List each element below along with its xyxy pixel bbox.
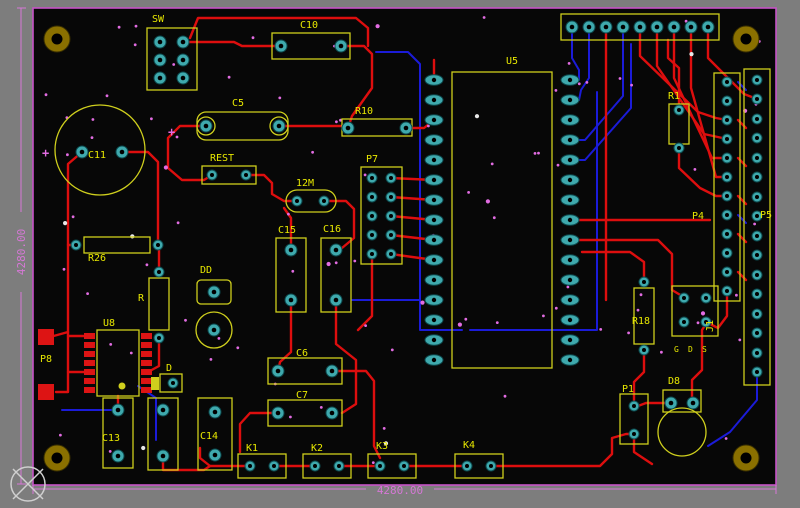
copper-traces-top[interactable] [48,16,759,472]
label-c5: C5 [232,98,244,109]
component-c10[interactable]: C10 [271,20,351,60]
label-u8: U8 [103,318,115,329]
component-k4[interactable]: K4 [454,440,504,479]
label-rest: REST [210,153,234,164]
label-k4: K4 [463,440,475,451]
component-dd[interactable]: DD [195,265,233,349]
component-sw[interactable]: SW [146,14,198,91]
component-crystal-12m[interactable]: 12M [285,178,337,213]
label-r26: R26 [88,253,106,264]
label-sw: SW [152,14,165,25]
component-d8[interactable]: D8 [657,376,707,457]
label-k3: K3 [376,441,388,452]
component-r18[interactable]: R18 [632,276,655,356]
label-r18: R18 [632,316,650,327]
component-p4[interactable]: P4 [692,72,741,302]
label-p7: P7 [366,154,378,165]
component-p8[interactable]: P8 [38,329,54,400]
component-c7[interactable]: C7 [267,390,343,427]
label-k1: K1 [246,443,258,454]
pin-label-g: G [674,345,679,354]
component-p1[interactable]: P1 [619,384,649,445]
label-dd: DD [200,265,212,276]
component-k3[interactable]: K3 [367,441,417,479]
dimension-annotations: 4280.00 4280.00 [15,7,777,497]
mounting-hole-top-right [732,25,760,53]
mounting-hole-bottom-left [43,444,71,472]
mounting-holes[interactable] [43,25,760,472]
label-k2: K2 [311,443,323,454]
component-c11[interactable]: C11 + [42,104,146,196]
label-c11: C11 [88,150,106,161]
label-r: R [138,293,145,304]
component-c13[interactable]: C13 [102,397,134,469]
polarity-plus: + [168,125,175,139]
label-r10: R10 [355,106,373,117]
label-p1: P1 [622,384,634,395]
component-r1[interactable]: R1 [668,91,690,154]
component-r10[interactable]: R10 [341,106,413,137]
label-c15: C15 [278,225,296,236]
pin-label-s: S [702,345,707,354]
pin1-dot [118,382,126,390]
component-k1[interactable]: K1 [237,443,287,479]
dimension-width-text: 4280.00 [377,484,423,497]
component-p5[interactable]: P5 [743,68,772,386]
mounting-hole-top-left [43,25,71,53]
label-r1: R1 [668,91,680,102]
component-c5[interactable]: C5 + [168,98,289,141]
origin-marker [10,466,46,502]
label-d8: D8 [668,376,680,387]
polarity-plus: + [42,146,49,160]
label-j1: J1 [705,320,716,332]
label-p8: P8 [40,354,52,365]
component-rest[interactable]: REST [201,153,257,185]
dimension-height-text: 4280.00 [15,229,28,275]
via-dots [44,16,761,464]
label-c14: C14 [200,431,218,442]
component-top-connector[interactable] [560,13,720,41]
component-r[interactable]: R [138,266,170,344]
label-d: D [166,363,172,374]
component-p7[interactable]: P7 [360,154,403,265]
copper-traces-bottom[interactable] [61,33,758,447]
component-u8[interactable]: U8 [84,318,152,397]
component-d[interactable]: D [151,363,183,393]
pin-label-d: D [688,345,693,354]
component-j1[interactable]: J1 G D S [671,285,719,354]
component-c14[interactable]: C14 [147,397,233,471]
label-12m: 12M [296,178,314,189]
label-c16: C16 [323,224,341,235]
component-k2[interactable]: K2 [302,443,352,479]
label-c10: C10 [300,20,318,31]
label-p5: P5 [760,210,772,221]
label-c6: C6 [296,348,308,359]
mounting-hole-bottom-right [732,444,760,472]
label-c13: C13 [102,433,120,444]
components: SW C10 C5 + R10 C11 [38,13,772,479]
component-c16[interactable]: C16 [320,224,352,313]
component-u5[interactable]: U5 [424,56,580,369]
component-c6[interactable]: C6 [267,348,343,385]
label-u5: U5 [506,56,518,67]
label-p4: P4 [692,211,704,222]
component-r26[interactable]: R26 [70,236,164,264]
label-c7: C7 [296,390,308,401]
component-c15[interactable]: C15 [275,225,307,313]
